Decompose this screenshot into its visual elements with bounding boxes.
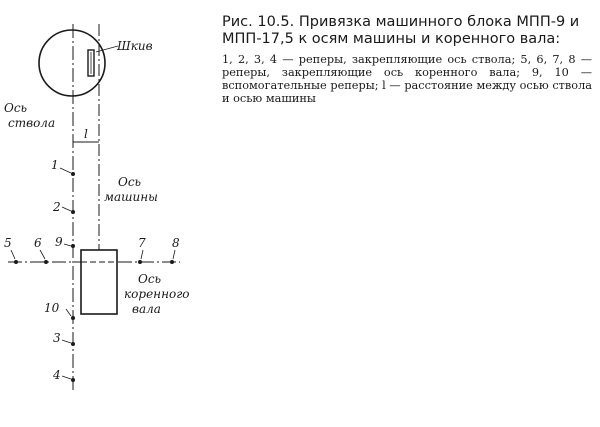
marker-10-dot: [71, 316, 75, 320]
sheave-circle: [38, 29, 106, 97]
marker-2-dot: [71, 210, 75, 214]
marker-3-dot: [71, 342, 75, 346]
marker-4-dot: [71, 378, 75, 382]
marker-6-label: 6: [34, 236, 42, 250]
marker-2-label: 2: [52, 200, 61, 214]
caption-title: Рис. 10.5. Привязка машинного блока МПП-…: [222, 14, 580, 47]
binding-diagram: Шкив Ось ствола l Ось машины Ось коренно…: [4, 24, 193, 392]
machine-axis-label: Ось машины: [104, 175, 158, 204]
marker-9-label: 9: [55, 235, 63, 249]
distance-label: l: [84, 127, 88, 141]
marker-6-dot: [44, 260, 48, 264]
marker-7-label: 7: [138, 236, 146, 250]
sheave-label: Шкив: [116, 39, 153, 53]
marker-1-dot: [71, 172, 75, 176]
marker-5-label: 5: [4, 236, 12, 250]
marker-1-label: 1: [51, 158, 59, 172]
main-shaft-axis-label: Ось коренного вала: [124, 272, 193, 316]
caption-description: 1, 2, 3, 4 — реперы, закрепляющие ось ст…: [222, 53, 592, 105]
marker-3-label: 3: [53, 331, 61, 345]
marker-10-label: 10: [44, 301, 60, 315]
marker-7-dot: [138, 260, 142, 264]
marker-8-dot: [170, 260, 174, 264]
marker-4-label: 4: [52, 368, 61, 382]
marker-5-dot: [14, 260, 18, 264]
machine-block: [80, 249, 118, 315]
marker-8-label: 8: [172, 236, 180, 250]
marker-9-dot: [71, 244, 75, 248]
shaft-axis-label: Ось ствола: [4, 101, 55, 130]
figure-caption: Рис. 10.5. Привязка машинного блока МПП-…: [222, 14, 592, 105]
